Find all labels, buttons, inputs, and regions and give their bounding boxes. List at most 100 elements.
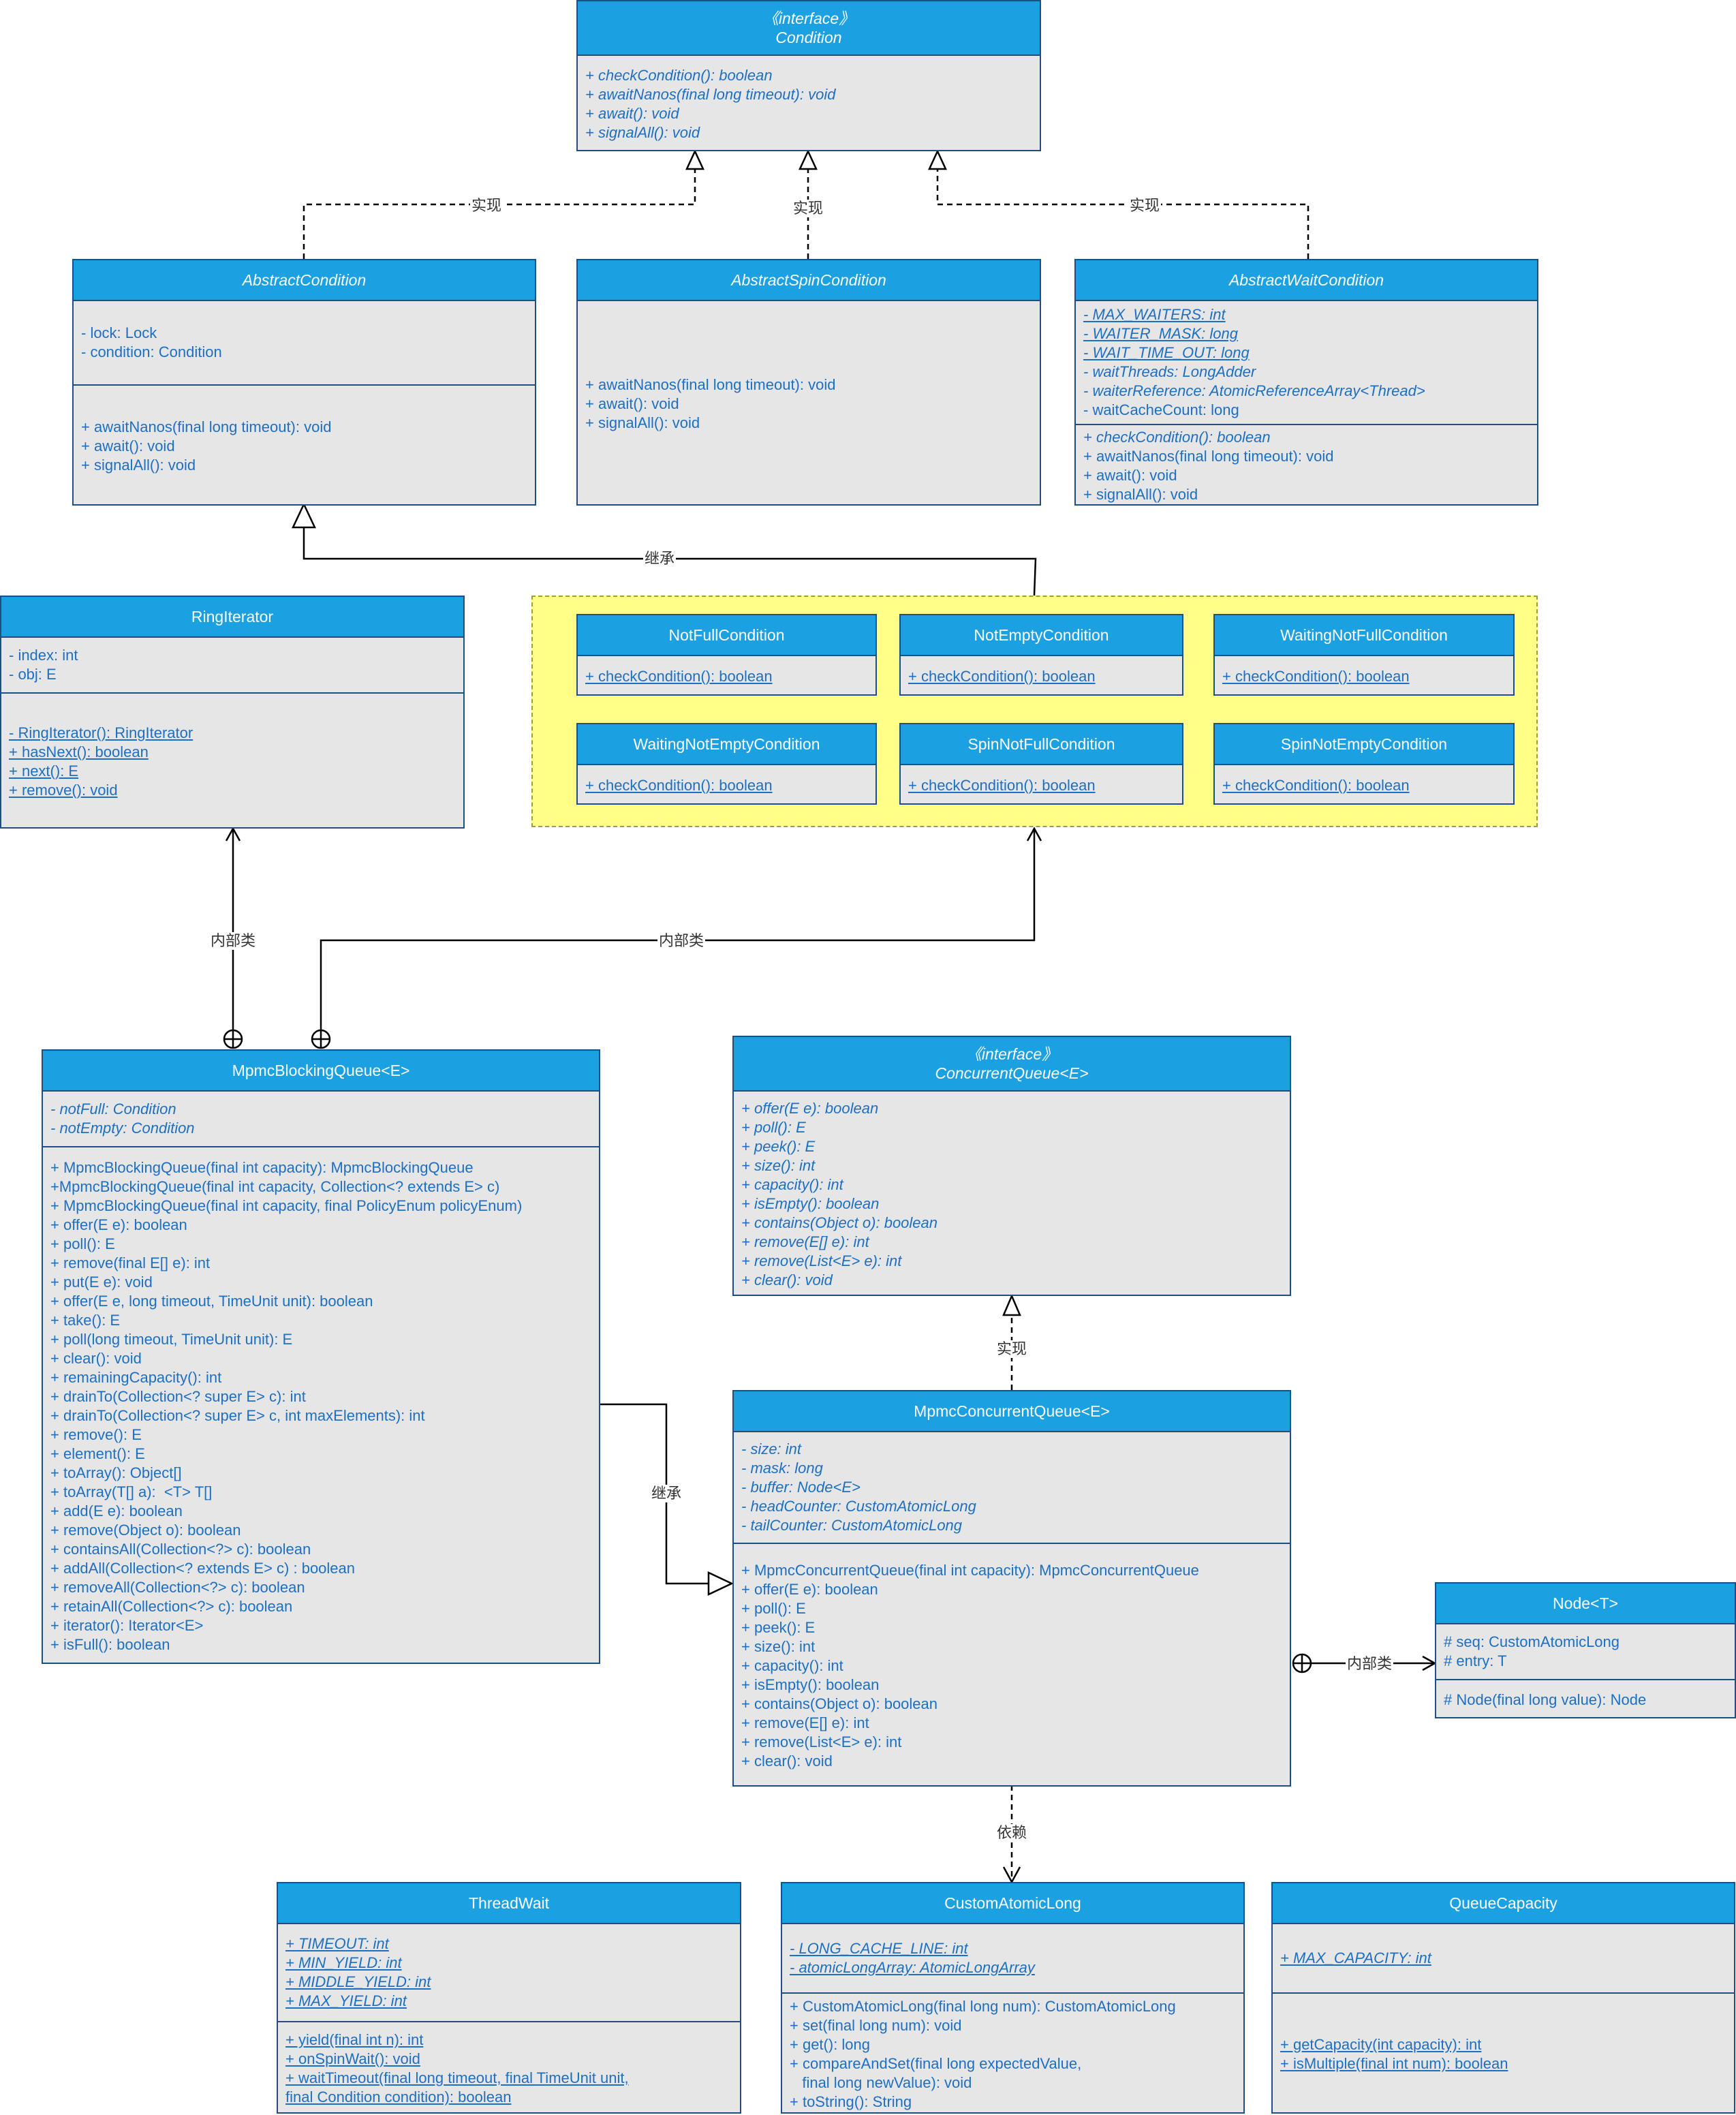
member-line: + remove(E[] e): int (741, 1233, 869, 1250)
member-line: - tailCounter: CustomAtomicLong (741, 1517, 963, 1534)
member-line: + isEmpty(): boolean (741, 1195, 880, 1212)
edge-label-inner-node: 内部类 (1345, 1655, 1394, 1673)
member-line: + remove(E[] e): int (741, 1714, 869, 1731)
attributes-section: - lock: Lock- condition: Condition (74, 301, 535, 384)
inner-edge-conditions-arrow (1026, 827, 1042, 842)
member-line: + getCapacity(int capacity): int (1280, 2036, 1482, 2053)
member-line: + checkCondition(): boolean (1222, 668, 1410, 685)
member-line: + waitTimeout(final long timeout, final … (285, 2069, 629, 2086)
member-line: + remainingCapacity(): int (50, 1369, 222, 1386)
member-line: - LONG_CACHE_LINE: int (790, 1940, 968, 1957)
class-name: AbstractWaitCondition (1228, 271, 1384, 289)
member-line: + MAX_YIELD: int (285, 1992, 407, 2009)
member-line: + retainAll(Collection<?> c): boolean (50, 1598, 293, 1615)
class-custom-atomic-long[interactable]: CustomAtomicLong- LONG_CACHE_LINE: int- … (781, 1882, 1245, 2114)
member-line: + peek(): E (741, 1138, 816, 1155)
class-spin-not-full-condition[interactable]: SpinNotFullCondition + checkCondition(): … (899, 723, 1183, 805)
class-abstract-wait-condition[interactable]: AbstractWaitCondition- MAX_WAITERS: int-… (1074, 259, 1538, 506)
member-line: + next(): E (9, 762, 79, 779)
class-waiting-not-full-condition[interactable]: WaitingNotFullCondition+ checkCondition(… (1213, 614, 1515, 696)
class-header: NotFullCondition (578, 615, 875, 656)
class-spin-not-empty-condition[interactable]: SpinNotEmptyCondition + checkCondition():… (1213, 723, 1515, 805)
class-name: AbstractCondition (242, 271, 367, 289)
member-line: # entry: T (1444, 1652, 1507, 1669)
class-not-full-condition[interactable]: NotFullCondition + checkCondition(): bool… (576, 614, 877, 696)
member-line: - buffer: Node<E> (741, 1479, 861, 1496)
member-line: - size: int (741, 1440, 802, 1457)
operations-section: + getCapacity(int capacity): int+ isMult… (1273, 1992, 1734, 2115)
member-line: + checkCondition(): boolean (1222, 777, 1410, 794)
class-name: ThreadWait (468, 1894, 550, 1912)
class-waiting-not-empty-condition[interactable]: WaitingNotEmptyCondition+ checkCondition… (576, 723, 877, 805)
member-line: + clear(): void (50, 1350, 142, 1367)
class-not-empty-condition[interactable]: NotEmptyCondition + checkCondition(): boo… (899, 614, 1183, 696)
class-abstract-condition[interactable]: AbstractCondition - lock: Lock- condition… (72, 259, 536, 506)
attributes-section: - size: int- mask: long- buffer: Node<E>… (734, 1432, 1290, 1543)
member-line: + offer(E e): boolean (741, 1100, 879, 1117)
class-name: NotFullCondition (668, 626, 785, 644)
member-line: - lock: Lock (81, 324, 157, 341)
class-abstract-spin-condition[interactable]: AbstractSpinCondition+ awaitNanos(final … (576, 259, 1041, 506)
member-line: - index: int (9, 647, 78, 664)
member-line: + iterator(): Iterator<E> (50, 1617, 204, 1634)
operations-section: - RingIterator(): RingIterator+ hasNext(… (1, 692, 463, 830)
member-line: + await(): void (585, 105, 679, 122)
member-line: + hasNext(): boolean (9, 743, 149, 760)
member-line: + offer(E e): boolean (50, 1216, 187, 1233)
member-line: - waitCacheCount: long (1083, 401, 1239, 418)
class-thread-wait[interactable]: ThreadWait + TIMEOUT: int+ MIN_YIELD: int… (277, 1882, 741, 2114)
class-header: AbstractCondition (74, 260, 535, 301)
member-line: + onSpinWait(): void (285, 2050, 420, 2067)
class-header: NotEmptyCondition (901, 615, 1182, 656)
attributes-section: - notFull: Condition- notEmpty: Conditio… (43, 1092, 599, 1146)
member-line: + checkCondition(): boolean (585, 668, 773, 685)
containment-marker-node (1292, 1653, 1312, 1673)
member-line: + drainTo(Collection<? super E> c, int m… (50, 1407, 425, 1424)
member-line: # seq: CustomAtomicLong (1444, 1633, 1620, 1650)
class-name: MpmcBlockingQueue<E> (232, 1062, 410, 1079)
attributes-section: - index: int - obj: E (1, 638, 463, 692)
class-name: NotEmptyCondition (974, 626, 1109, 644)
member-line: + addAll(Collection<? extends E> c) : bo… (50, 1560, 356, 1577)
member-line: + checkCondition(): boolean (908, 777, 1096, 794)
member-line: - obj: E (9, 666, 57, 683)
member-line: + awaitNanos(final long timeout): void (1083, 448, 1334, 465)
class-name: SpinNotFullCondition (967, 735, 1115, 753)
member-line: + toString(): String (790, 2093, 912, 2110)
inherit-arrowhead-queue (707, 1571, 734, 1596)
member-line: + checkCondition(): boolean (585, 67, 773, 84)
class-queue-capacity[interactable]: QueueCapacity+ MAX_CAPACITY: int+ getCap… (1271, 1882, 1735, 2114)
class-ring-iterator[interactable]: RingIterator- index: int- obj: E- RingIt… (0, 596, 465, 829)
class-mpmc-concurrent-queue[interactable]: MpmcConcurrentQueue<E>- size: int- mask:… (732, 1390, 1291, 1787)
member-line: + checkCondition(): boolean (908, 668, 1096, 685)
member-line: + remove(final E[] e): int (50, 1254, 211, 1271)
class-node[interactable]: Node<T># seq: CustomAtomicLong# entry: T… (1435, 1582, 1736, 1718)
edge-label-inherit-conditions: 继承 (642, 550, 677, 568)
member-line: + containsAll(Collection<?> c): boolean (50, 1541, 311, 1558)
member-line: - headCounter: CustomAtomicLong (741, 1498, 976, 1515)
operations-section: + MpmcBlockingQueue(final int capacity):… (43, 1146, 599, 1665)
attributes-section: + TIMEOUT: int+ MIN_YIELD: int+ MIDDLE_Y… (278, 1924, 740, 2021)
class-header: QueueCapacity (1273, 1883, 1734, 1924)
members-section: + checkCondition(): boolean (578, 656, 875, 697)
member-line: + signalAll(): void (585, 124, 700, 141)
member-line: + awaitNanos(final long timeout): void (585, 376, 836, 393)
member-line: + awaitNanos(final long timeout): void (585, 86, 836, 103)
member-line: - WAITER_MASK: long (1083, 325, 1238, 342)
members-section: + checkCondition(): boolean (1215, 656, 1513, 697)
member-line: + MIN_YIELD: int (285, 1954, 402, 1971)
class-name: SpinNotEmptyCondition (1280, 735, 1448, 753)
member-line: + signalAll(): void (585, 414, 700, 431)
class-condition[interactable]: 《interface》Condition+ checkCondition(): … (576, 0, 1041, 151)
operations-section: + checkCondition(): boolean+ awaitNanos(… (1076, 424, 1537, 507)
member-line: + capacity(): int (741, 1657, 843, 1674)
member-line: + offer(E e, long timeout, TimeUnit unit… (50, 1293, 373, 1310)
class-mpmc-blocking-queue[interactable]: MpmcBlockingQueue<E> - notFull: Condition… (42, 1049, 600, 1664)
member-line: + MpmcBlockingQueue(final int capacity, … (50, 1197, 523, 1214)
member-line: + awaitNanos(final long timeout): void (81, 418, 332, 435)
member-line: + yield(final int n): int (285, 2031, 424, 2048)
realize-arrowhead-concurrent-queue (1002, 1293, 1021, 1316)
members-section: + checkCondition(): boolean (578, 765, 875, 806)
class-concurrent-queue[interactable]: 《interface》ConcurrentQueue<E>+ offer(E e… (732, 1036, 1291, 1296)
member-line: + removeAll(Collection<?> c): boolean (50, 1579, 305, 1596)
